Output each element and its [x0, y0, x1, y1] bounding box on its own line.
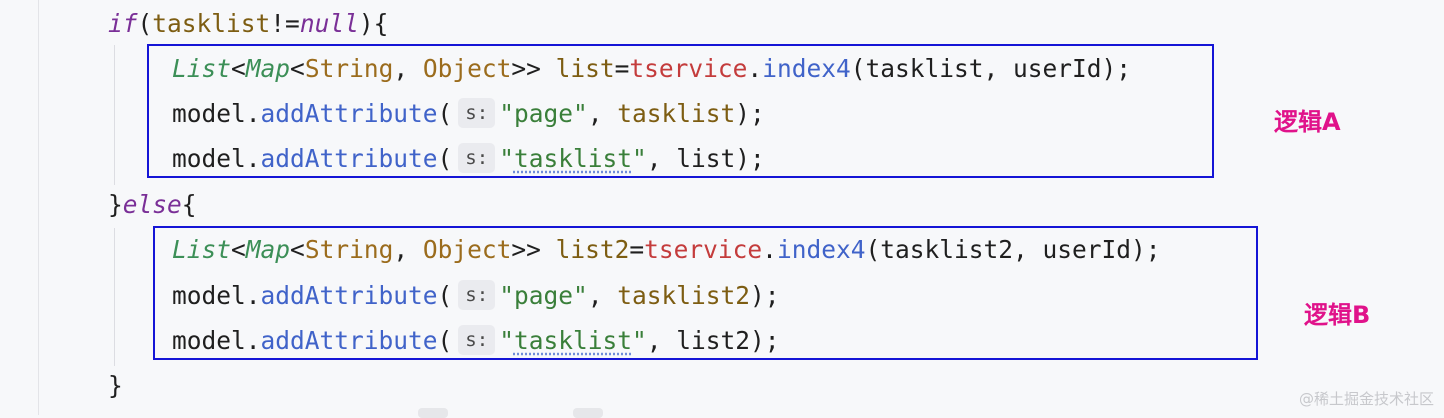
parameter-hint: s: — [458, 143, 496, 173]
add-attribute-call: addAttribute — [260, 281, 438, 310]
logic-a-label: 逻辑A — [1274, 108, 1341, 136]
partial-hint-chip — [418, 408, 448, 418]
code-line-list-declaration: List<Map<String, Object>> list=tservice.… — [172, 54, 1131, 83]
code-line-add-tasklist-2: model.addAttribute(s:"tasklist", list2); — [172, 325, 780, 355]
code-line-if: if(tasklist!=null){ — [108, 9, 389, 38]
editor-gutter-border — [38, 0, 39, 415]
logic-b-label: 逻辑B — [1304, 301, 1371, 329]
code-line-closing-brace: } — [108, 371, 123, 400]
code-line-add-tasklist: model.addAttribute(s:"tasklist", list); — [172, 143, 765, 173]
indent-guide-else — [114, 228, 115, 366]
add-attribute-call: addAttribute — [260, 326, 438, 355]
add-attribute-call: addAttribute — [260, 99, 438, 128]
add-attribute-call: addAttribute — [260, 144, 438, 173]
logic-a-box — [147, 44, 1214, 178]
code-line-add-page-2: model.addAttribute(s:"page", tasklist2); — [172, 280, 780, 310]
parameter-hint: s: — [458, 280, 496, 310]
tservice-reference: tservice — [629, 54, 748, 83]
code-line-add-page: model.addAttribute(s:"page", tasklist); — [172, 98, 765, 128]
index4-call: index4 — [776, 235, 866, 264]
code-line-list2-declaration: List<Map<String, Object>> list2=tservice… — [172, 235, 1161, 264]
logic-b-box — [153, 226, 1258, 360]
watermark: @稀土掘金技术社区 — [1298, 390, 1434, 408]
typo-warning-word[interactable]: tasklist — [513, 326, 632, 355]
null-keyword: null — [299, 9, 359, 38]
code-line-else: }else{ — [108, 190, 197, 219]
parameter-hint: s: — [458, 325, 496, 355]
partial-hint-chip — [573, 408, 603, 418]
else-keyword: else — [122, 190, 182, 219]
tservice-reference: tservice — [644, 235, 763, 264]
index4-call: index4 — [762, 54, 851, 83]
parameter-hint: s: — [458, 98, 496, 128]
typo-warning-word[interactable]: tasklist — [513, 144, 632, 173]
tasklist-variable: tasklist — [152, 9, 271, 38]
indent-guide-if — [114, 45, 115, 185]
if-keyword: if — [108, 9, 138, 38]
